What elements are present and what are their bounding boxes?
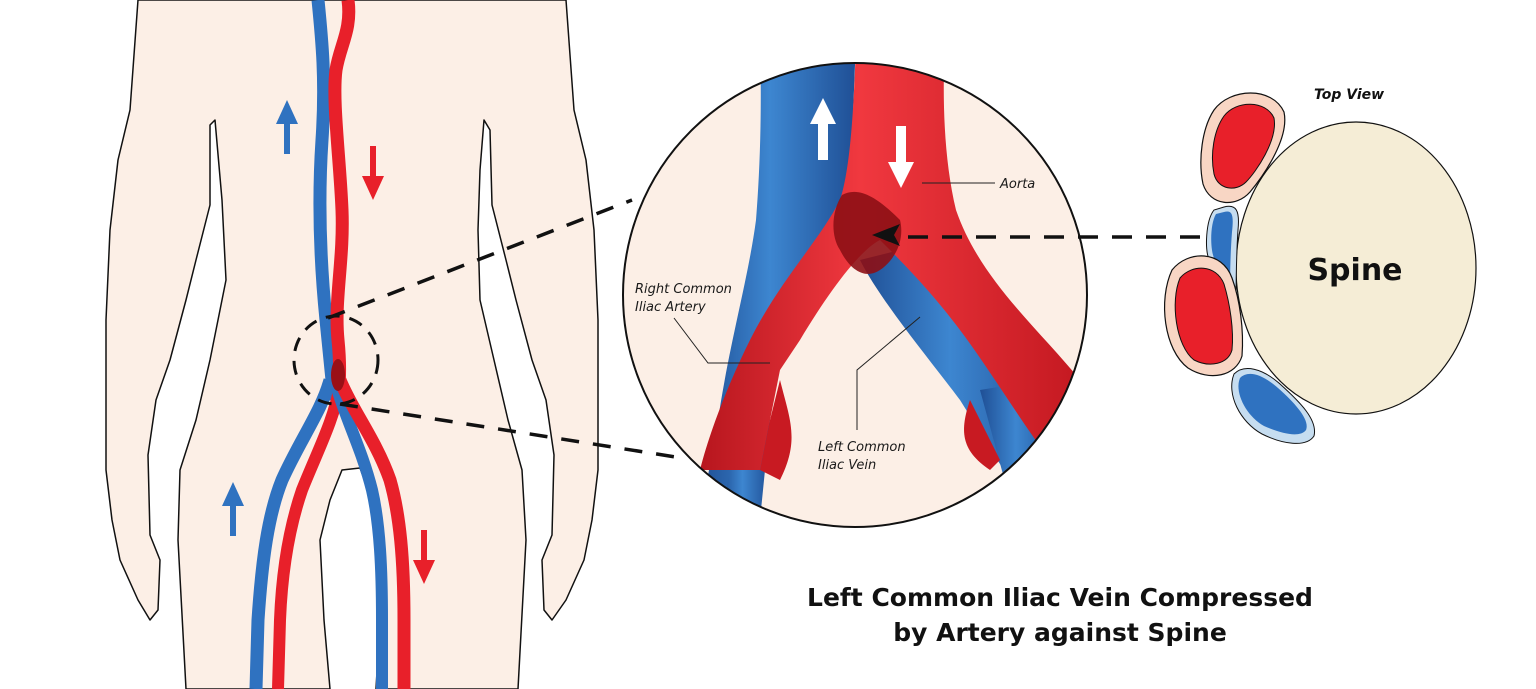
top-view: Top View Spine xyxy=(1163,87,1477,444)
right-leg-vein xyxy=(249,378,337,689)
spine-label: Spine xyxy=(1307,253,1402,288)
left-leg-artery xyxy=(333,377,411,689)
arrow-left-icon xyxy=(872,224,900,246)
zoom-aorta-trunk xyxy=(700,63,1087,470)
left-vein-label-2: Iliac Vein xyxy=(818,458,876,473)
left-vein-leader xyxy=(856,316,921,430)
left-leg-vein xyxy=(330,383,388,689)
arrow-down-icon xyxy=(413,530,435,584)
top-view-heading: Top View xyxy=(1314,87,1384,103)
vena-cava xyxy=(311,0,341,401)
arrow-up-icon xyxy=(222,482,244,536)
arrow-up-icon xyxy=(810,98,836,160)
arrow-up-icon xyxy=(276,100,298,154)
diagram-title-line2: by Artery against Spine xyxy=(893,618,1227,647)
right-artery-label-2: Iliac Artery xyxy=(635,300,706,315)
aorta-label: Aorta xyxy=(999,177,1035,192)
torso-outline xyxy=(105,0,599,689)
arrow-down-icon xyxy=(888,126,914,188)
arrow-down-icon xyxy=(362,146,384,200)
compression-zone xyxy=(833,191,902,274)
right-leg-artery xyxy=(272,383,346,689)
zoom-view: Aorta Right Common Iliac Artery Left Com… xyxy=(622,62,1088,528)
right-artery-label-1: Right Common xyxy=(635,282,732,297)
diagram-title-line1: Left Common Iliac Vein Compressed xyxy=(807,583,1313,612)
aorta-body xyxy=(328,0,356,396)
right-artery-leader xyxy=(673,317,770,364)
callout-line-bottom xyxy=(339,402,683,460)
left-vein-label-1: Left Common xyxy=(818,440,906,455)
callout-line-top xyxy=(327,198,633,320)
body-silhouette xyxy=(105,0,599,689)
body-vessels xyxy=(249,0,411,689)
